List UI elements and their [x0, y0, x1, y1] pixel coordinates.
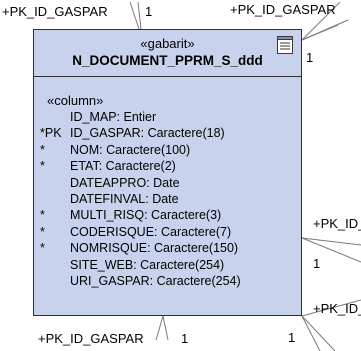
attribute-row[interactable]: * CODERISQUE: Caractere(7): [34, 224, 301, 240]
attribute-marker: *: [40, 208, 45, 223]
connector-bottom-left-a: [155, 315, 164, 341]
multiplicity-right-top: 1: [306, 50, 314, 65]
attribute-text: ID_GASPAR: Caractere(18): [70, 126, 225, 141]
connector-right-mid-a: [301, 237, 361, 263]
attribute-marker: *: [40, 142, 45, 157]
attribute-row[interactable]: URI_GASPAR: Caractere(254): [34, 273, 301, 289]
entity-header: «gabarit» N_DOCUMENT_PPRM_S_ddd: [34, 30, 301, 77]
document-icon: [277, 36, 293, 54]
connector-right-low-a: [301, 299, 361, 317]
entity-name: N_DOCUMENT_PPRM_S_ddd: [72, 53, 263, 68]
attribute-text: CODERISQUE: Caractere(7): [70, 224, 232, 239]
attribute-text: ETAT: Caractere(2): [70, 159, 176, 174]
entity-box[interactable]: «gabarit» N_DOCUMENT_PPRM_S_ddd «column»…: [33, 29, 302, 316]
attribute-text: ID_MAP: Entier: [70, 110, 157, 124]
attribute-row[interactable]: DATEAPPRO: Date: [34, 175, 301, 191]
attribute-text: SITE_WEB: Caractere(254): [70, 257, 225, 272]
attribute-marker: *PK: [40, 126, 62, 141]
attribute-row[interactable]: * MULTI_RISQ: Caractere(3): [34, 207, 301, 223]
attribute-text: DATEFINVAL: Date: [70, 191, 179, 206]
attribute-text: URI_GASPAR: Caractere(254): [70, 273, 241, 288]
multiplicity-bottom-right: 1: [288, 330, 296, 345]
attribute-row[interactable]: *PK ID_GASPAR: Caractere(18): [34, 125, 301, 141]
connector-top-left: [137, 1, 142, 30]
role-label-right-low: +PK_ID_: [313, 301, 361, 316]
multiplicity-top-left: 1: [145, 4, 153, 19]
connector-top-right-c: [301, 19, 349, 41]
attribute-row[interactable]: DATEFINVAL: Date: [34, 191, 301, 207]
attribute-marker: *: [40, 241, 45, 256]
role-label-top-left: +PK_ID_GASPAR: [2, 4, 108, 19]
connector-right-low-c: [301, 315, 321, 351]
role-label-bottom-left: +PK_ID_GASPAR: [38, 331, 144, 346]
attribute-text: NOM: Caractere(100): [70, 142, 191, 157]
role-label-right-mid: +PK_ID_: [313, 216, 361, 231]
connector-right-low-b: [301, 315, 336, 351]
connector-bottom-left-b: [162, 315, 169, 341]
attribute-row[interactable]: SITE_WEB: Caractere(254): [34, 257, 301, 273]
connector-top-left-tick: [129, 1, 140, 30]
multiplicity-bottom-left: 1: [181, 331, 189, 346]
connector-right-mid-b: [301, 237, 361, 246]
attribute-row[interactable]: * NOM: Caractere(100): [34, 142, 301, 158]
multiplicity-right-mid: 1: [313, 256, 321, 271]
attribute-marker: *: [40, 224, 45, 239]
column-section-label: «column»: [47, 93, 104, 108]
entity-stereotype: «gabarit»: [140, 36, 195, 51]
attribute-list: ID_MAP: Entier *PK ID_GASPAR: Caractere(18…: [34, 109, 301, 289]
attribute-row[interactable]: * ETAT: Caractere(2): [34, 158, 301, 174]
connector-top-right-a: [301, 1, 341, 41]
attribute-text: NOMRISQUE: Caractere(150): [70, 241, 239, 256]
attribute-marker: *: [40, 159, 45, 174]
attribute-row[interactable]: ID_MAP: Entier: [34, 109, 301, 125]
role-label-top-right: +PK_ID_GASPAR: [230, 2, 336, 17]
attribute-row[interactable]: * NOMRISQUE: Caractere(150): [34, 240, 301, 256]
attribute-text: MULTI_RISQ: Caractere(3): [70, 208, 222, 223]
attribute-text: DATEAPPRO: Date: [70, 175, 180, 190]
